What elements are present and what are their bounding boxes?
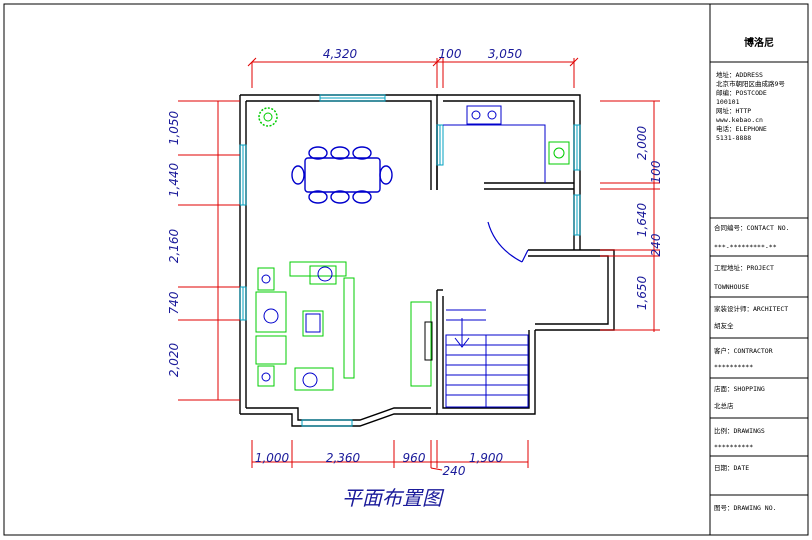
- address-line: 北京市朝阳区曲成路9号: [716, 79, 785, 88]
- dimension-lines: [178, 57, 660, 471]
- address-line: 电话：ELEPHONE: [716, 124, 767, 133]
- dim-left-2: 1,440: [167, 162, 181, 197]
- kitchen-counter: [443, 105, 570, 183]
- shop-label: 店面：SHOPPING: [714, 384, 765, 393]
- project-value: TOWNHOUSE: [714, 283, 749, 291]
- drawing-no-label: 图号：DRAWING NO.: [714, 504, 777, 512]
- dim-right-3: 1,640: [635, 202, 649, 237]
- contract-no-value: ***-*********-**: [714, 243, 777, 251]
- dim-left-3: 2,160: [167, 228, 181, 263]
- architect-value: 胡友全: [714, 321, 734, 330]
- plant-icon: [258, 107, 278, 127]
- date-label: 日期：DATE: [714, 464, 749, 472]
- address-line: 邮编：POSTCODE: [716, 88, 767, 97]
- dim-top-left: 4,320: [323, 47, 358, 61]
- staircase: [445, 309, 529, 408]
- dim-left-4: 740: [167, 291, 181, 314]
- door-swing: [487, 221, 529, 263]
- dim-left-1: 1,050: [167, 110, 181, 145]
- address-line: 地址：ADDRESS: [716, 70, 763, 79]
- living-room-sofas: [255, 261, 355, 391]
- address-line: 100101: [716, 98, 740, 106]
- dim-bottom-2: 2,360: [326, 451, 361, 465]
- title-block: 博洛尼 地址：ADDRESS 北京市朝阳区曲成路9号 邮编：POSTCODE 1…: [709, 3, 809, 536]
- dim-bottom-5: 1,900: [469, 451, 504, 465]
- scale-label: 比例：DRAWINGS: [714, 426, 765, 435]
- shop-value: 北总店: [714, 401, 734, 410]
- dim-bottom-3: 960: [403, 451, 426, 465]
- windows: [239, 94, 581, 427]
- architect-label: 家装设计师：ARCHITECT: [714, 304, 788, 313]
- dim-bottom-1: 1,000: [255, 451, 290, 465]
- sofa-details: [261, 266, 333, 388]
- address-line: www.kebao.cn: [716, 116, 763, 124]
- dining-set: [291, 146, 393, 204]
- project-label: 工程地址：PROJECT: [714, 263, 774, 272]
- dim-right-5: 1,650: [635, 275, 649, 310]
- dim-top-right: 3,050: [488, 47, 523, 61]
- dim-top-wall: 100: [439, 47, 462, 61]
- dim-right-1: 2,000: [635, 125, 649, 160]
- contract-no-label: 合同编号：CONTACT NO.: [714, 223, 790, 232]
- address-block: 地址：ADDRESS 北京市朝阳区曲成路9号 邮编：POSTCODE 10010…: [716, 70, 785, 142]
- brand-name: 博洛尼: [744, 36, 774, 49]
- plan-caption: 平面布置图: [342, 486, 445, 510]
- dim-right-4: 240: [649, 233, 663, 256]
- dim-right-2: 100: [649, 160, 663, 183]
- address-line: 网址：HTTP: [716, 106, 751, 115]
- contractor-label: 客户：CONTRACTOR: [714, 346, 773, 355]
- contractor-value: **********: [714, 363, 753, 371]
- tv-cabinet: [410, 301, 433, 387]
- address-line: 5131-8888: [716, 134, 751, 142]
- dim-bottom-4: 240: [443, 464, 466, 478]
- dim-left-5: 2,020: [167, 342, 181, 377]
- walls: [239, 94, 615, 427]
- scale-value: **********: [714, 443, 753, 451]
